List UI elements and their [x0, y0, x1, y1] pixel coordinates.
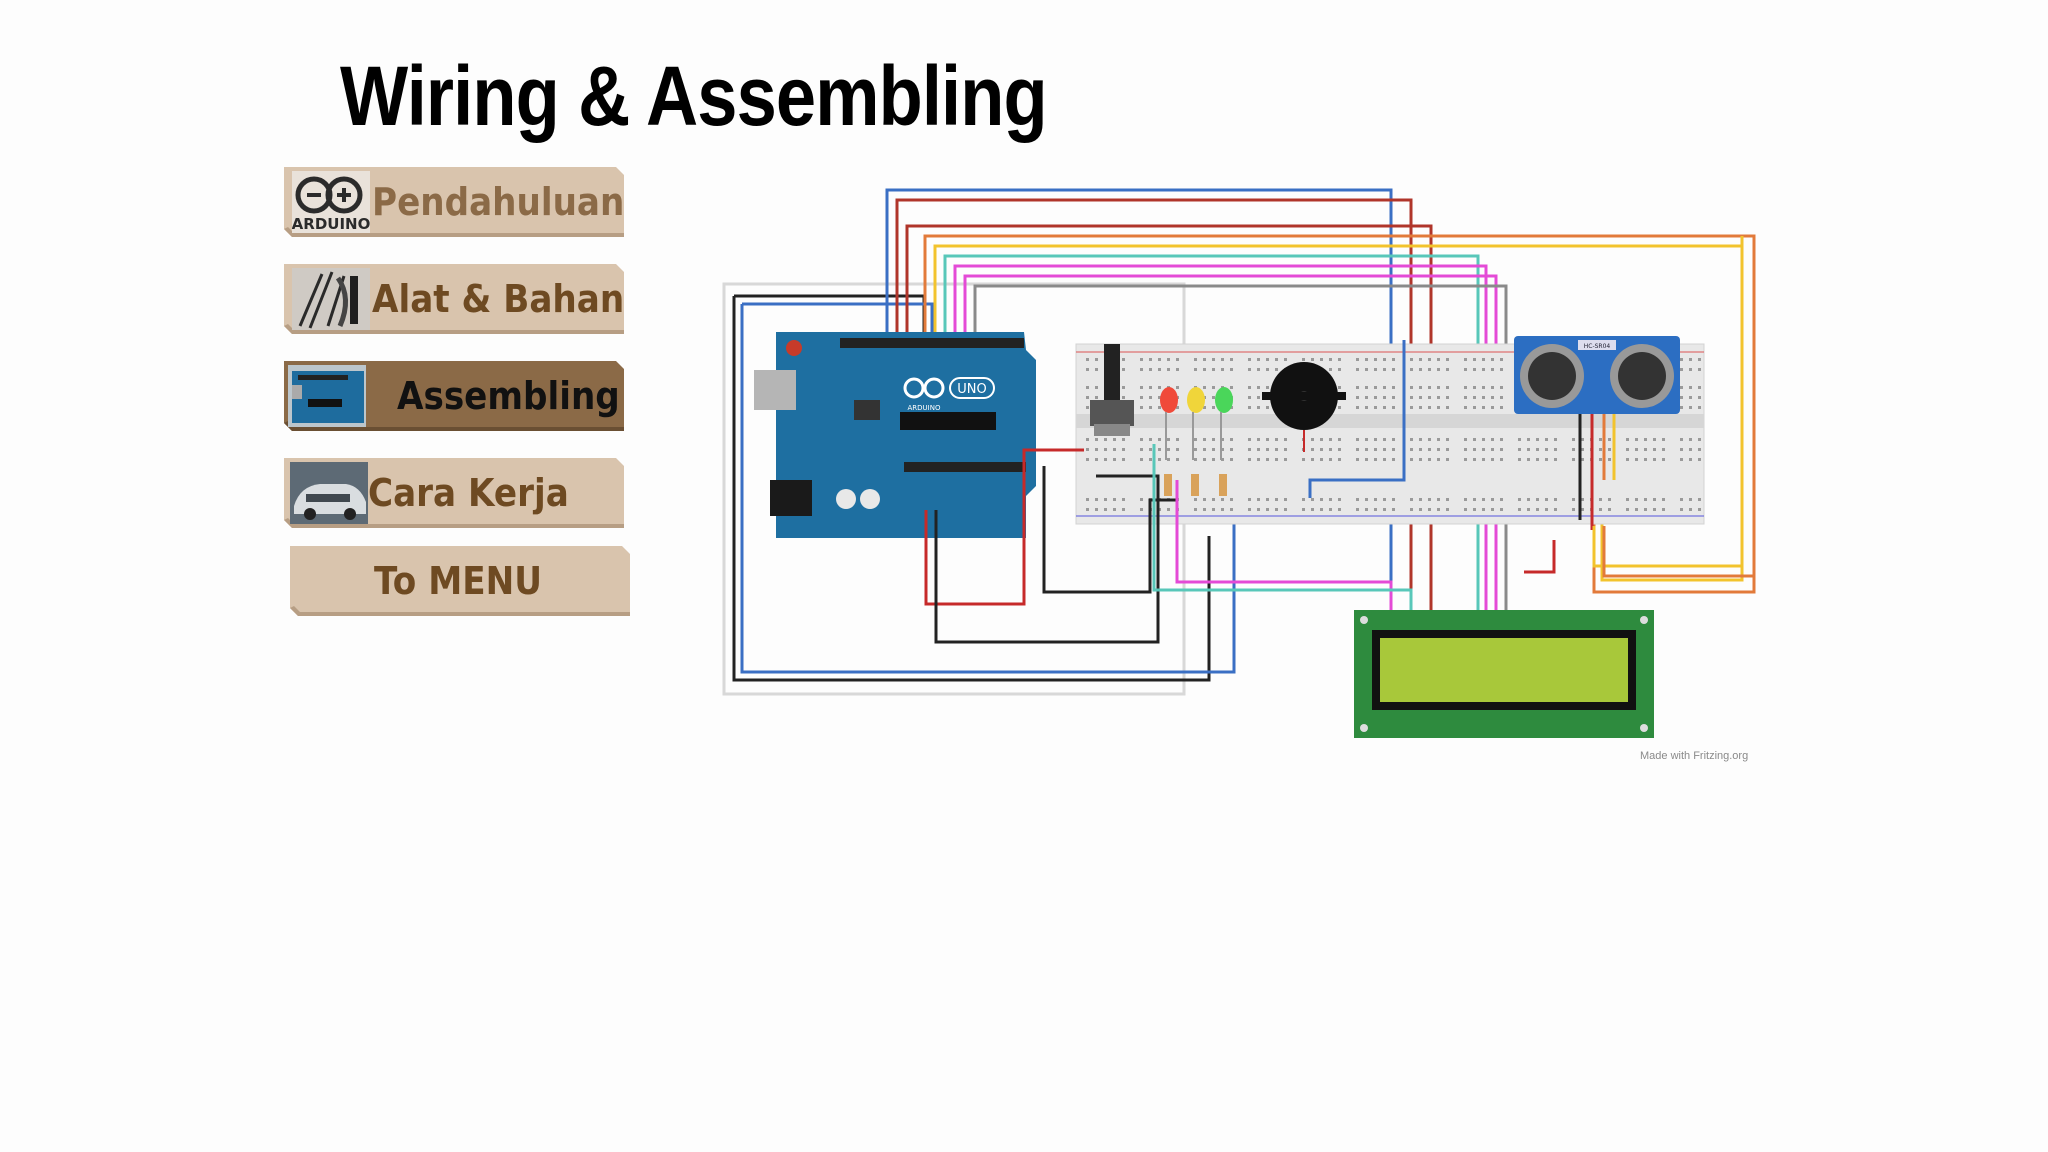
arduino-uno-board: UNO ARDUINO	[754, 332, 1036, 538]
nav-label: Alat & Bahan	[372, 277, 625, 321]
to-menu-button[interactable]: To MENU	[290, 546, 630, 616]
fritzing-credit: Made with Fritzing.org	[1640, 750, 1749, 762]
breadboard	[1075, 343, 1705, 525]
tools-photo-icon	[292, 268, 370, 330]
button-shape	[290, 546, 630, 616]
nav-button-cara-kerja[interactable]: Cara Kerja	[284, 458, 624, 528]
led-green	[1215, 387, 1233, 460]
nav-button-assembling[interactable]: Assembling	[284, 361, 624, 431]
resistors	[1164, 474, 1227, 496]
arduino-logo-icon: ARDUINO	[292, 171, 370, 233]
potentiometer	[1090, 344, 1134, 436]
page-title: Wiring & Assembling	[340, 49, 1048, 143]
led-yellow	[1187, 387, 1205, 460]
board-label: UNO	[957, 382, 986, 397]
svg-text:ARDUINO: ARDUINO	[292, 215, 370, 233]
wiring-diagram: UNO ARDUINO	[722, 188, 1756, 738]
nav-label: To MENU	[374, 559, 542, 603]
nav-label: Cara Kerja	[368, 471, 569, 515]
nav-button-alat-bahan[interactable]: Alat & Bahan	[284, 264, 624, 334]
button-shape	[284, 458, 624, 528]
lcd-display	[1354, 610, 1654, 738]
arduino-board-photo-icon	[288, 365, 366, 427]
sensor-label: HC-SR04	[1584, 343, 1611, 350]
buzzer	[1262, 362, 1346, 452]
brand-label: ARDUINO	[908, 404, 941, 412]
nav-label: Pendahuluan	[372, 180, 625, 224]
led-red	[1160, 387, 1178, 460]
button-shape	[284, 361, 624, 431]
nav-label: Assembling	[397, 374, 620, 418]
nav-button-pendahuluan[interactable]: ARDUINO Pendahuluan	[284, 167, 624, 237]
car-photo-icon	[290, 462, 368, 524]
ultrasonic-sensor: HC-SR04	[1514, 336, 1680, 530]
